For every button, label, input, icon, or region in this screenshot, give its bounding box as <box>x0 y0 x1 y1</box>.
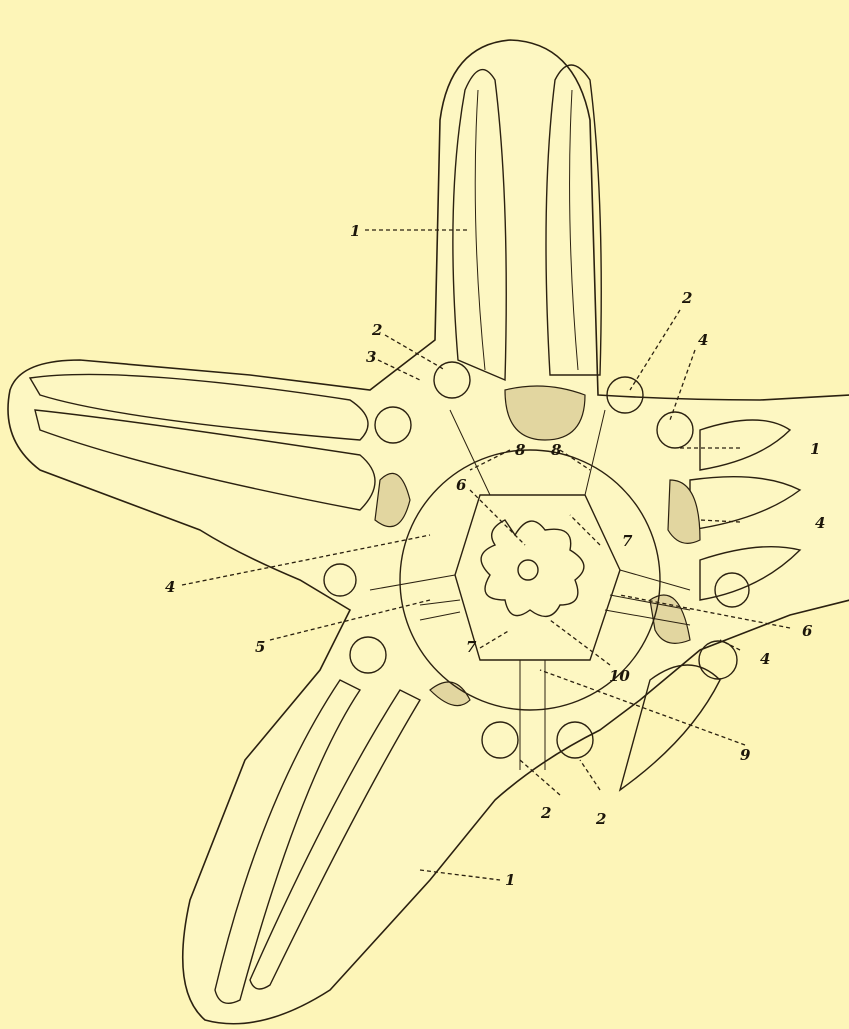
label-6-center: 6 <box>456 476 467 494</box>
label-8-b: 8 <box>551 441 562 459</box>
label-9-bottom: 9 <box>740 746 751 764</box>
label-5-left: 5 <box>255 638 265 656</box>
label-2-bottom-a: 2 <box>540 804 551 822</box>
label-4-right: 4 <box>815 514 825 532</box>
label-2-top-right: 2 <box>681 289 692 307</box>
label-1-right-arm: 1 <box>810 440 820 458</box>
label-4-top-right: 4 <box>698 331 708 349</box>
label-4-lower-right: 4 <box>760 650 770 668</box>
label-3-left: 3 <box>366 348 376 366</box>
label-10-center: 10 <box>609 667 630 685</box>
body-outline <box>8 40 849 1024</box>
label-4-left: 4 <box>165 578 175 596</box>
label-7-center: 7 <box>622 532 633 550</box>
label-2-left: 2 <box>371 321 382 339</box>
label-2-bottom-b: 2 <box>595 810 606 828</box>
label-7-lower: 7 <box>466 638 477 656</box>
label-1-bottom-arm: 1 <box>505 871 515 889</box>
label-8-a: 8 <box>515 441 526 459</box>
label-1-top-arm: 1 <box>350 222 360 240</box>
label-6-right: 6 <box>802 622 813 640</box>
